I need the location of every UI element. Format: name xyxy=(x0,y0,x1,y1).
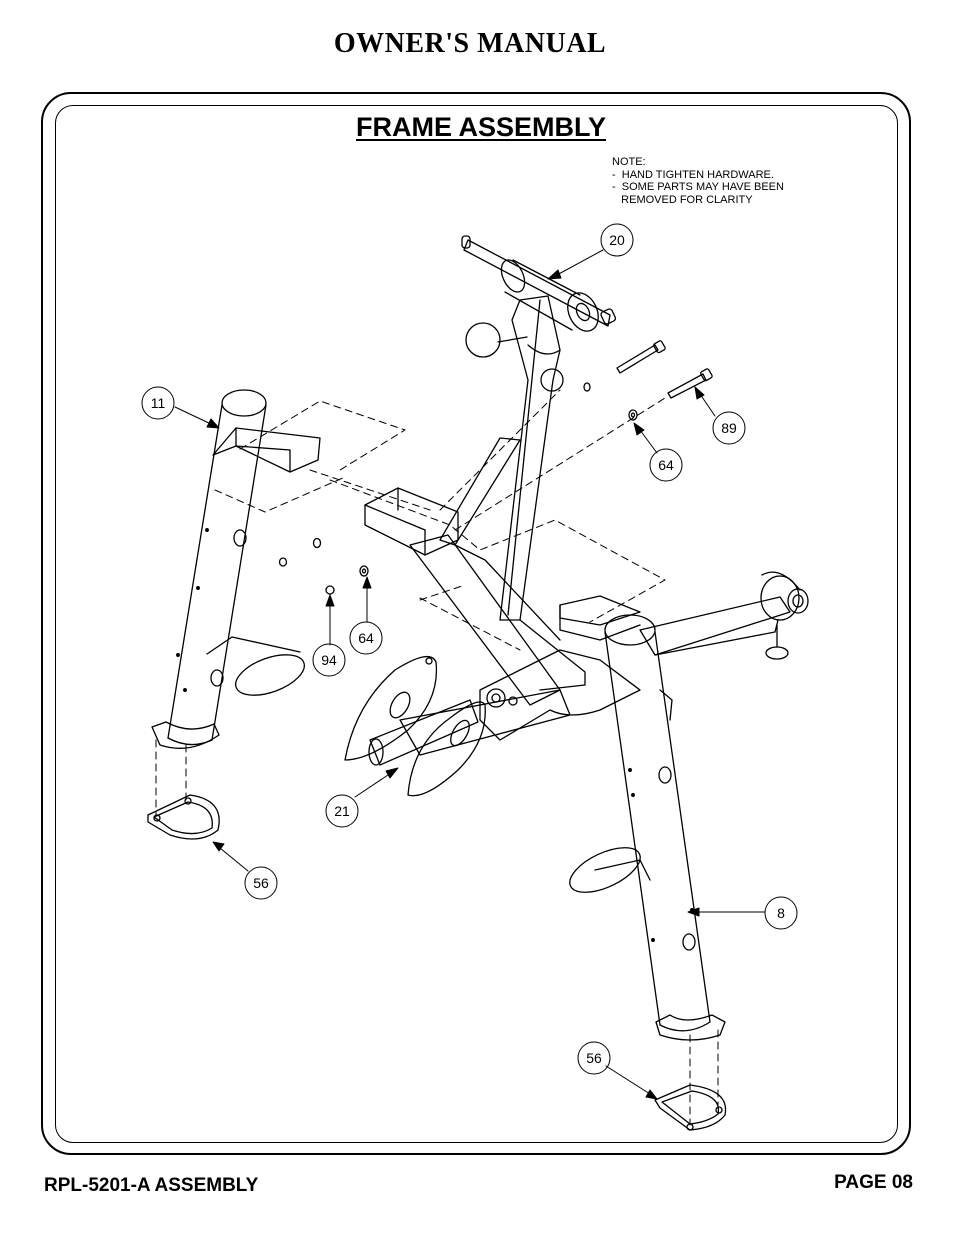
note-heading: NOTE: xyxy=(612,156,646,168)
left-foot-cap-part-56 xyxy=(147,794,220,840)
page-number: PAGE 08 xyxy=(834,1172,913,1193)
crossmember-part-21 xyxy=(344,655,486,797)
callout-94-bubble xyxy=(312,643,346,677)
callout-56-label: 56 xyxy=(253,875,269,891)
note-line-2: - SOME PARTS MAY HAVE BEEN xyxy=(612,181,784,193)
callout-21-label: 21 xyxy=(334,803,350,819)
pivot-tube-part-20 xyxy=(461,235,617,358)
note-line-1: - HAND TIGHTEN HARDWARE. xyxy=(612,168,774,181)
callout-64-label: 64 xyxy=(358,630,374,646)
callout-21-bubble xyxy=(325,794,359,828)
note-line-3: REMOVED FOR CLARITY xyxy=(612,193,753,206)
left-upright-part-11 xyxy=(151,389,321,749)
callout-11-bubble xyxy=(141,386,175,420)
callout-8-label: 8 xyxy=(777,905,785,921)
callout-56-bubble xyxy=(577,1041,611,1075)
callout-56-bubble xyxy=(244,866,278,900)
right-foot-cap-part-56 xyxy=(654,1084,727,1131)
assembly-guide-lines xyxy=(155,389,719,1126)
manual-title: OWNER'S MANUAL xyxy=(333,28,607,59)
assembly-note: NOTE: - HAND TIGHTEN HARDWARE. - SOME PA… xyxy=(612,156,784,206)
callout-11-label: 11 xyxy=(151,395,166,411)
callout-64-bubble xyxy=(649,448,683,482)
callout-56-label: 56 xyxy=(586,1050,602,1066)
callout-89-bubble xyxy=(712,411,746,445)
page-border-inner xyxy=(55,105,898,1143)
callout-20-label: 20 xyxy=(609,232,625,248)
right-upright-part-8 xyxy=(569,614,726,1041)
callout-leaders xyxy=(174,249,766,1100)
center-frame xyxy=(364,295,809,756)
section-title: FRAME ASSEMBLY xyxy=(355,112,607,142)
callout-64-label: 64 xyxy=(658,457,674,473)
callout-94-label: 94 xyxy=(321,652,337,668)
callout-89-label: 89 xyxy=(721,420,737,436)
hardware-bolts-washers xyxy=(278,340,713,595)
callout-64-bubble xyxy=(349,621,383,655)
callout-20-bubble xyxy=(600,223,634,257)
page-border-outer xyxy=(41,92,911,1155)
callout-balloons xyxy=(141,223,798,1075)
callout-8-bubble xyxy=(764,896,798,930)
model-assembly-label: RPL-5201-A ASSEMBLY xyxy=(44,1175,259,1196)
